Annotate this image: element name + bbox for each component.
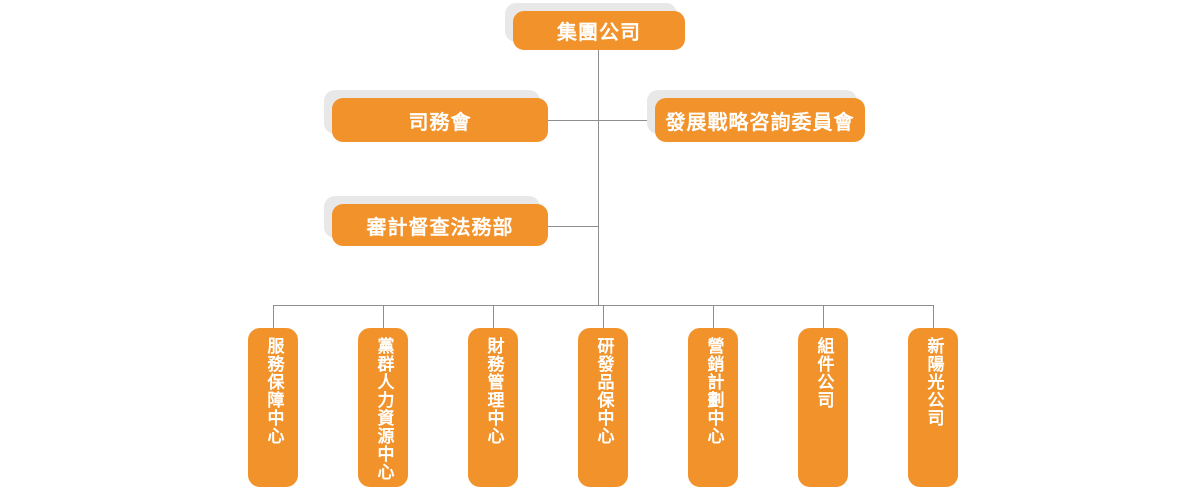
org-node-label: 服務保障中心 — [263, 337, 284, 445]
org-node-council: 司務會 — [332, 98, 548, 142]
connector-drop-7 — [933, 305, 934, 328]
org-node-dept-marketing-planning: 營銷計劃中心 — [688, 328, 738, 487]
org-node-label: 財務管理中心 — [483, 337, 504, 445]
org-node-dept-components-company: 組件公司 — [798, 328, 848, 487]
org-node-dept-finance: 財務管理中心 — [468, 328, 518, 487]
org-node-dept-service-support: 服務保障中心 — [248, 328, 298, 487]
org-node-dept-new-sunshine-company: 新陽光公司 — [908, 328, 958, 487]
connector-drop-6 — [823, 305, 824, 328]
connector-trunk-vertical — [598, 50, 599, 305]
org-node-strategy-committee: 發展戰略咨詢委員會 — [655, 98, 865, 142]
org-node-label: 審計督查法務部 — [366, 214, 514, 239]
org-node-label: 黨群人力資源中心 — [373, 337, 394, 481]
connector-drop-4 — [603, 305, 604, 328]
org-node-label: 司務會 — [408, 109, 472, 134]
org-node-dept-party-hr: 黨群人力資源中心 — [358, 328, 408, 487]
org-node-label: 營銷計劃中心 — [703, 337, 724, 445]
connector-drop-2 — [383, 305, 384, 328]
connector-level3-horizontal — [548, 226, 599, 227]
connector-drop-5 — [713, 305, 714, 328]
connector-level2-horizontal — [548, 120, 655, 121]
org-node-label: 組件公司 — [813, 337, 834, 409]
org-node-label: 發展戰略咨詢委員會 — [665, 109, 855, 134]
org-node-group-company: 集團公司 — [513, 11, 685, 50]
connector-drop-3 — [493, 305, 494, 328]
org-node-audit-legal-dept: 審計督查法務部 — [332, 204, 548, 246]
org-node-label: 集團公司 — [557, 20, 641, 44]
connector-drop-1 — [273, 305, 274, 328]
org-node-label: 新陽光公司 — [923, 337, 944, 427]
org-node-label: 研發品保中心 — [593, 337, 614, 445]
org-node-dept-rnd-qa: 研發品保中心 — [578, 328, 628, 487]
